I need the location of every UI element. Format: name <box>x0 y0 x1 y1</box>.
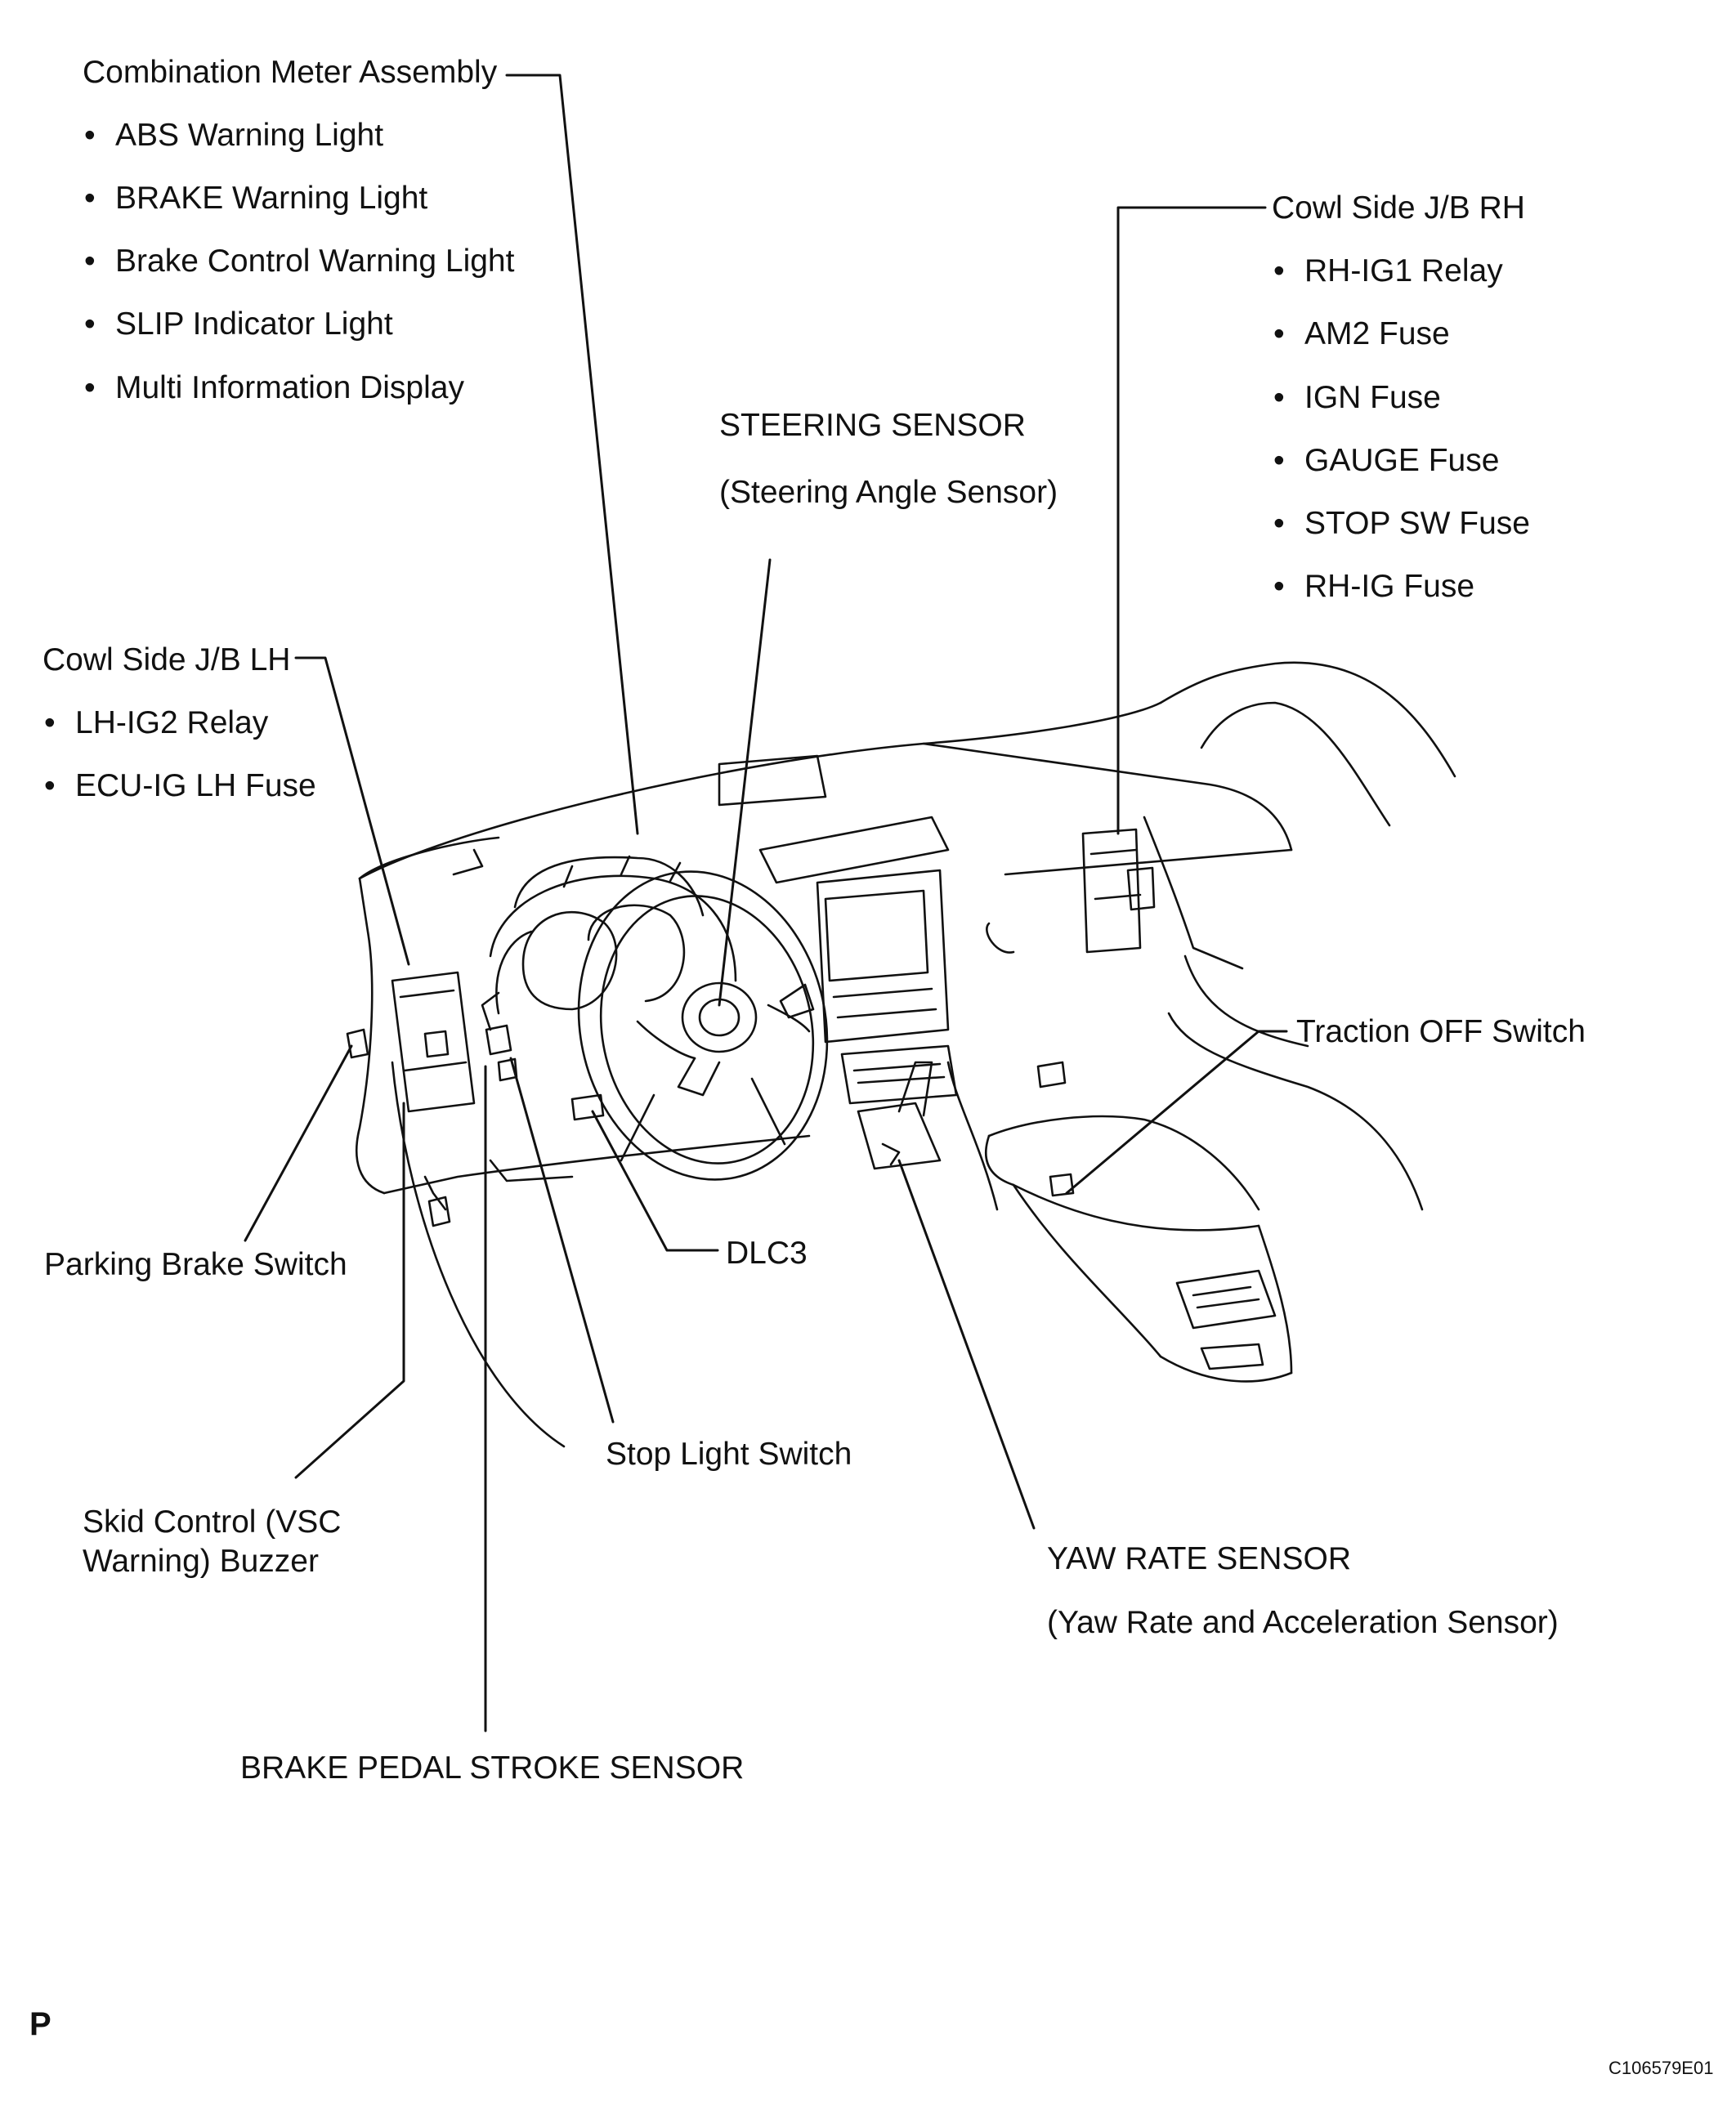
meter-item-brake-control: Brake Control Warning Light <box>83 243 514 280</box>
jb-rh-item-am2: AM2 Fuse <box>1272 315 1450 353</box>
stop-light-switch-label: Stop Light Switch <box>606 1437 852 1472</box>
combination-meter-drawing <box>481 855 737 1031</box>
armrest-drawing <box>985 1115 1293 1383</box>
yaw-rate-sensor-label: YAW RATE SENSOR <box>1047 1541 1351 1576</box>
skid-control-buzzer-label-1: Skid Control (VSC <box>83 1504 342 1540</box>
jb-lh-item-ecu-ig: ECU-IG LH Fuse <box>43 767 316 805</box>
meter-item-slip: SLIP Indicator Light <box>83 306 393 343</box>
traction-off-switch-label: Traction OFF Switch <box>1296 1014 1586 1049</box>
steering-sensor-sublabel: (Steering Angle Sensor) <box>719 475 1058 510</box>
dlc3-label: DLC3 <box>726 1236 808 1271</box>
cowl-jb-rh-title: Cowl Side J/B RH <box>1272 190 1525 226</box>
leader-dlc3 <box>591 1110 719 1252</box>
jb-rh-item-ign: IGN Fuse <box>1272 379 1441 417</box>
dashboard-outline <box>355 661 1456 1448</box>
leader-parking-brake <box>244 1044 353 1242</box>
leader-traction-off <box>1065 1030 1288 1195</box>
leader-cowl-jb-rh <box>1116 206 1267 835</box>
jb-rh-item-rh-ig: RH-IG Fuse <box>1272 568 1474 606</box>
parking-brake-switch-label: Parking Brake Switch <box>44 1247 347 1282</box>
skid-control-buzzer-label-2: Warning) Buzzer <box>83 1544 319 1579</box>
corner-letter: P <box>29 2006 51 2042</box>
leader-combination-meter <box>505 74 639 835</box>
leader-yaw-rate <box>897 1159 1036 1530</box>
jb-rh-item-gauge: GAUGE Fuse <box>1272 442 1499 480</box>
center-console-drawing <box>758 816 999 1211</box>
left-components-drawing <box>346 971 605 1227</box>
cowl-jb-lh-title: Cowl Side J/B LH <box>43 642 291 677</box>
jb-lh-item-lh-ig2: LH-IG2 Relay <box>43 704 268 742</box>
leader-steering-sensor <box>718 558 772 1007</box>
leader-cowl-jb-lh <box>294 656 410 966</box>
figure-code: C106579E01 <box>1608 2058 1714 2078</box>
combination-meter-title: Combination Meter Assembly <box>83 55 498 90</box>
meter-item-brake: BRAKE Warning Light <box>83 180 427 217</box>
right-jb-drawing <box>1036 828 1156 1197</box>
leader-lines <box>244 74 1288 1732</box>
leader-stop-light <box>509 1057 615 1424</box>
steering-sensor-label: STEERING SENSOR <box>719 408 1026 443</box>
steering-wheel-drawing <box>577 870 829 1181</box>
jb-rh-item-rh-ig1: RH-IG1 Relay <box>1272 253 1503 290</box>
yaw-rate-sensor-sublabel: (Yaw Rate and Acceleration Sensor) <box>1047 1605 1559 1640</box>
jb-rh-item-stop-sw: STOP SW Fuse <box>1272 505 1530 543</box>
meter-item-multi-info: Multi Information Display <box>83 369 464 407</box>
brake-pedal-stroke-sensor-label: BRAKE PEDAL STROKE SENSOR <box>240 1750 745 1786</box>
meter-item-abs: ABS Warning Light <box>83 117 383 154</box>
leader-buzzer <box>294 1102 405 1479</box>
